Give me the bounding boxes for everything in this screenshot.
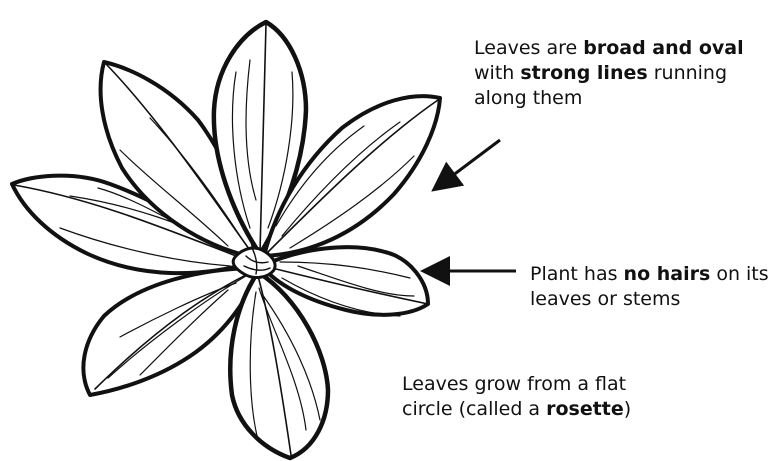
annotation-hairs-text-1: Plant has (530, 263, 624, 285)
annotation-rosette-text-2: ) (624, 398, 631, 420)
annotation-hairs: Plant has no hairs on its leaves or stem… (530, 262, 780, 312)
arrow-icon (436, 140, 500, 188)
annotation-rosette: Leaves grow from a flat circle (called a… (402, 372, 662, 422)
annotation-leaf-shape-bold-1: broad and oval (583, 37, 743, 59)
annotation-leaf-shape-bold-2: strong lines (520, 62, 647, 84)
annotation-hairs-bold-1: no hairs (624, 263, 711, 285)
annotation-leaf-shape-text-2: with (474, 62, 520, 84)
annotation-leaf-shape: Leaves are broad and oval with strong li… (474, 36, 774, 111)
annotation-rosette-bold-1: rosette (546, 398, 624, 420)
plant-illustration (12, 22, 440, 458)
annotation-leaf-shape-text-1: Leaves are (474, 37, 583, 59)
